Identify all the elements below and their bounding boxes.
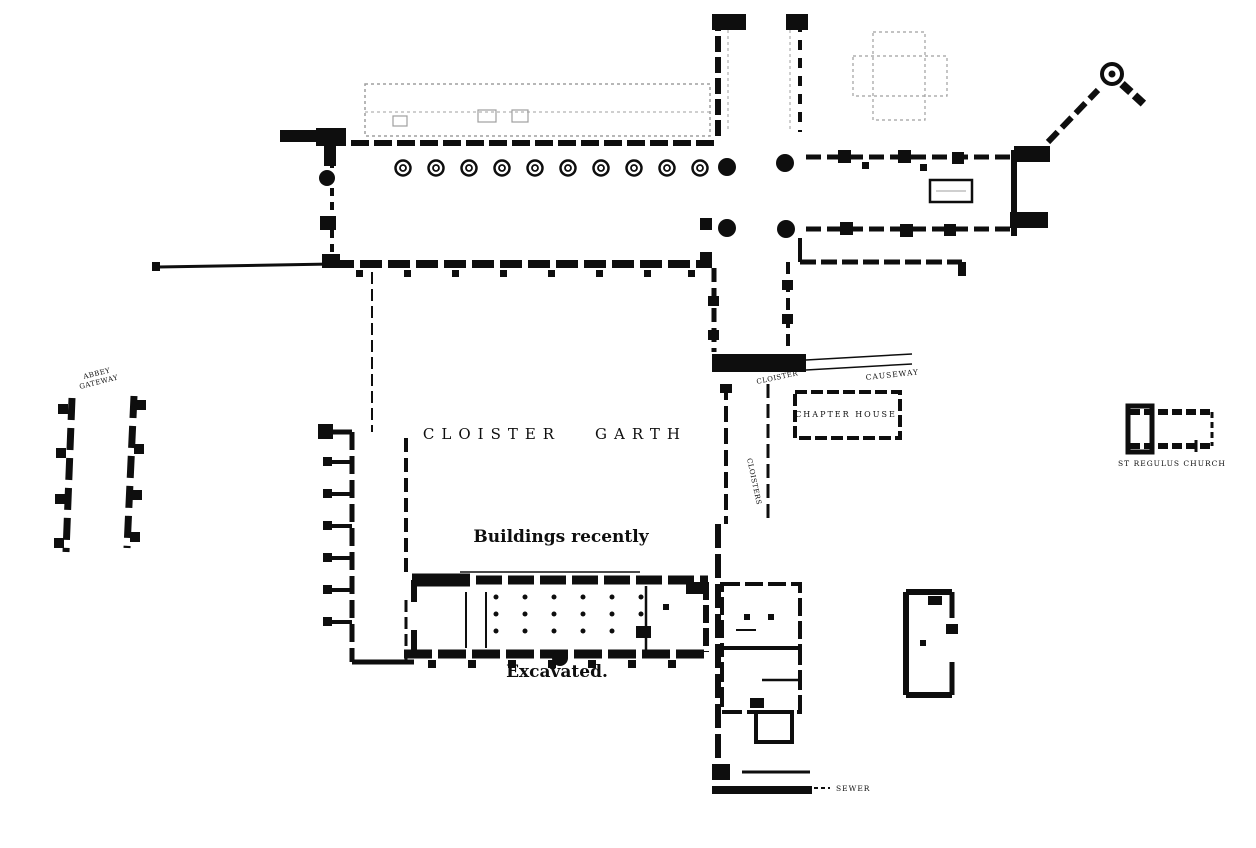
ghost-outlines [364,30,948,137]
label-causeway: CAUSEWAY [865,367,919,382]
column-base-dots [493,594,644,634]
label-cloisters: CLOISTERS [745,457,763,505]
choir [798,146,1050,276]
label-chapter-house: CHAPTER HOUSE [795,410,897,419]
west-range [318,424,414,665]
abbey-gateway [54,395,146,553]
pulpit-base [552,650,568,666]
label-cloister: CLOISTER [423,425,561,443]
label-excavated: Excavated. [506,662,608,682]
warming-house [720,582,802,650]
west-front-buttress [316,128,346,146]
nave [280,128,715,277]
causeway-line [805,353,913,361]
st-regulus-church [1125,403,1214,455]
slype-bar [712,354,806,372]
refectory [404,571,709,668]
chapter-house-outline [793,390,902,440]
nave-arcade [394,159,709,177]
square-tower [1125,403,1155,455]
crossing-piers [718,154,795,238]
plan-labels: CLOISTER GARTH Buildings recently Excava… [79,367,1226,793]
north-transept [712,14,808,136]
west-boundary-wall [152,262,373,432]
reredorter-projection [754,710,794,744]
label-garth: GARTH [595,425,687,443]
label-sewer: SEWER [836,784,870,793]
detached-building [903,589,958,698]
east-range [708,262,913,794]
label-st-regulus-church: ST REGULUS CHURCH [1118,459,1226,468]
label-buildings-recently: Buildings recently [473,527,649,547]
northeast-precinct-wall [1045,62,1149,145]
